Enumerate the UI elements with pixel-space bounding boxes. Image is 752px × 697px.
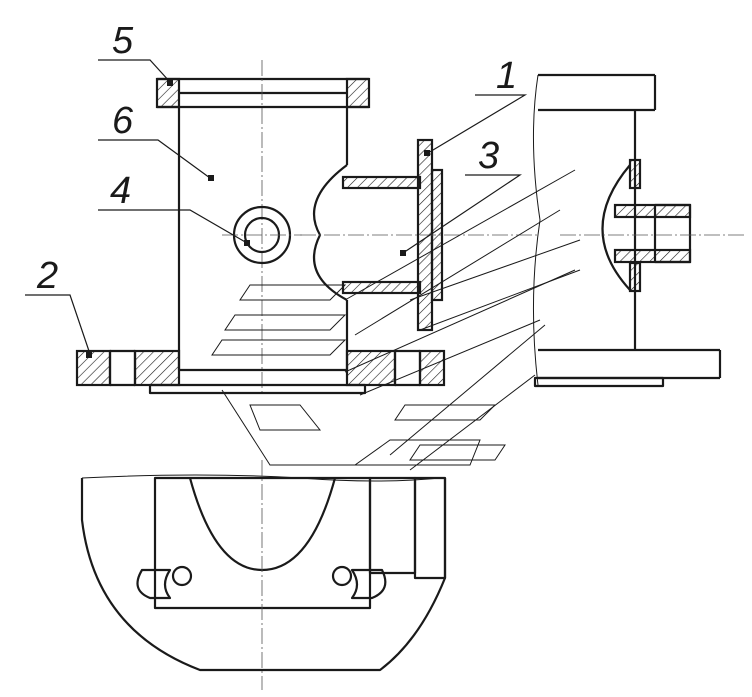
branch-pipe bbox=[300, 138, 540, 332]
part-labels: 5 6 4 2 1 3 bbox=[36, 20, 517, 297]
base-flange bbox=[75, 349, 446, 395]
part-label-6: 6 bbox=[112, 100, 134, 142]
leader-lines bbox=[25, 59, 528, 355]
main-body bbox=[177, 60, 349, 395]
weld-hatch-bands bbox=[211, 169, 581, 471]
part-label-4: 4 bbox=[110, 170, 131, 212]
part-label-2: 2 bbox=[36, 255, 58, 297]
right-side-view bbox=[532, 73, 745, 388]
part-label-3: 3 bbox=[478, 135, 499, 177]
bottom-plan-view bbox=[80, 460, 447, 690]
top-flange bbox=[155, 77, 371, 109]
part-label-1: 1 bbox=[496, 55, 517, 97]
part-label-5: 5 bbox=[112, 20, 134, 62]
